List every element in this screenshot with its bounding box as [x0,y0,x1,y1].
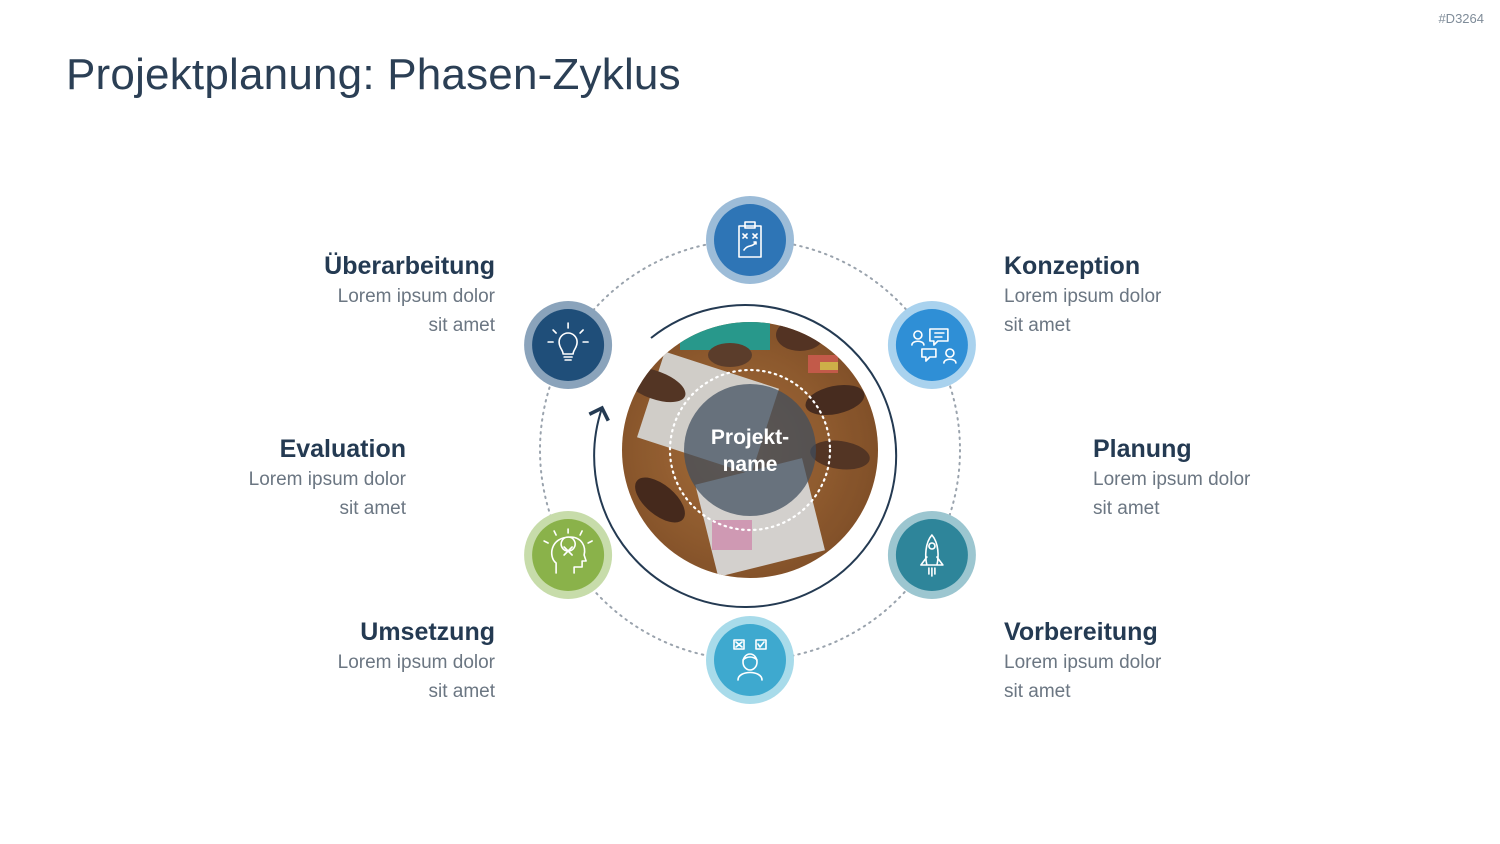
phase-description: Lorem ipsum dolor sit amet [195,282,495,340]
phase-name: Überarbeitung [195,250,495,282]
center-label: Projekt- name [690,424,810,478]
phase-label-vorbereitung: Vorbereitung Lorem ipsum dolor sit amet [1004,616,1304,706]
phase-node-konzeption [524,301,612,389]
phase-label-planung: Planung Lorem ipsum dolor sit amet [1093,433,1393,523]
phase-node-umsetzung [888,511,976,599]
phase-name: Umsetzung [195,616,495,648]
phase-node-berarbeitung [524,511,612,599]
phase-label-konzeption: Konzeption Lorem ipsum dolor sit amet [1004,250,1304,340]
phase-description: Lorem ipsum dolor sit amet [1004,282,1304,340]
phase-label-ueberarbeitung: Überarbeitung Lorem ipsum dolor sit amet [195,250,495,340]
phase-node-disc [714,624,786,696]
phase-name: Planung [1093,433,1393,465]
phase-name: Konzeption [1004,250,1304,282]
phase-node-disc [714,204,786,276]
phase-description: Lorem ipsum dolor sit amet [1004,648,1304,706]
phase-name: Evaluation [106,433,406,465]
phase-description: Lorem ipsum dolor sit amet [195,648,495,706]
phase-name: Vorbereitung [1004,616,1304,648]
phase-label-evaluation: Evaluation Lorem ipsum dolor sit amet [106,433,406,523]
phase-node-vorbereitung [888,301,976,389]
phase-description: Lorem ipsum dolor sit amet [106,465,406,523]
phase-node-evaluation [706,616,794,704]
phase-description: Lorem ipsum dolor sit amet [1093,465,1393,523]
phase-node-disc [532,309,604,381]
phase-label-umsetzung: Umsetzung Lorem ipsum dolor sit amet [195,616,495,706]
phase-node-disc [896,309,968,381]
phase-node-planung [706,196,794,284]
phase-node-disc [896,519,968,591]
